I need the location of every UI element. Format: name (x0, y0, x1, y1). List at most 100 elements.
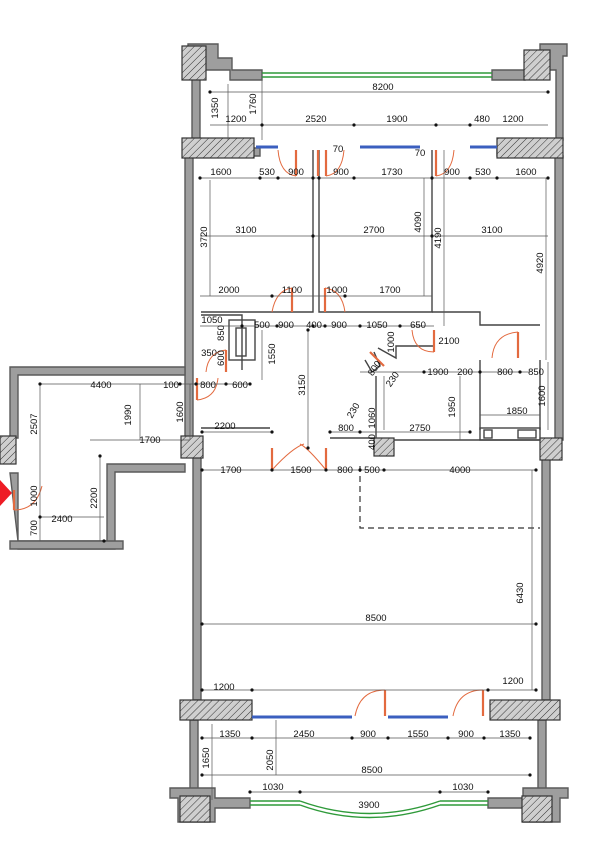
dim-label: 900 (278, 320, 294, 331)
dim-label: 1030 (452, 782, 473, 793)
dim-label: 1000 (326, 285, 347, 296)
dim-label: 8200 (372, 82, 393, 93)
dim-label: 600 (216, 350, 227, 366)
entrance-arrow-icon (0, 480, 12, 506)
dimension-ticks (38, 90, 550, 794)
dim-label: 350 (201, 348, 217, 359)
dim-label: 1700 (220, 465, 241, 476)
dim-label: 4920 (535, 252, 546, 273)
dim-label: 1050 (201, 315, 222, 326)
dim-label: 1550 (407, 729, 428, 740)
dim-label: 700 (29, 520, 40, 536)
dim-label: 2520 (305, 114, 326, 125)
dim-label: 2100 (438, 336, 459, 347)
dim-label: 1550 (267, 343, 278, 364)
dim-label: 400 (306, 320, 322, 331)
dim-label: 900 (288, 167, 304, 178)
structural-columns (0, 45, 564, 823)
dim-label: 1350 (210, 97, 221, 118)
dim-label: 530 (259, 167, 275, 178)
dim-label: 400 (367, 434, 378, 450)
dim-label: 800 (337, 465, 353, 476)
dim-label: 800 (338, 423, 354, 434)
dim-label: 1900 (427, 367, 448, 378)
dim-label: 2700 (363, 225, 384, 236)
dim-label: 600 (232, 380, 248, 391)
dim-label: 4000 (449, 465, 470, 476)
doors (12, 149, 520, 717)
dim-label: 1200 (213, 682, 234, 693)
dim-label: 900 (331, 320, 347, 331)
dim-label: 8500 (365, 613, 386, 624)
dim-label: 3720 (199, 226, 210, 247)
dim-label: 1030 (262, 782, 283, 793)
dim-label: 1200 (502, 676, 523, 687)
dim-label: 900 (444, 167, 460, 178)
dim-label: 1100 (282, 285, 302, 296)
dim-label: 1730 (381, 167, 402, 178)
dim-label: 1600 (210, 167, 231, 178)
dim-label: 1050 (366, 320, 387, 331)
dim-label: 1200 (502, 114, 523, 125)
dim-label: 70 (333, 144, 344, 155)
dim-label: 1600 (175, 401, 186, 422)
dim-label: 850 (216, 325, 227, 341)
dim-label: 230 (384, 370, 402, 389)
dim-label: 1350 (499, 729, 520, 740)
dim-label: 900 (333, 167, 349, 178)
dim-label: 480 (474, 114, 490, 125)
kitchen-outline (359, 466, 540, 529)
dim-label: 2200 (214, 421, 235, 432)
dim-label: 1950 (447, 396, 458, 417)
dim-label: 530 (475, 167, 491, 178)
dim-label: 650 (410, 320, 426, 331)
dim-label: 200 (457, 367, 473, 378)
dim-label: 1650 (201, 747, 212, 768)
dim-label: 1060 (367, 407, 378, 428)
dim-label: 1990 (123, 404, 134, 425)
dim-label: 2450 (293, 729, 314, 740)
dim-label: 230 (345, 401, 362, 420)
dim-label: 1000 (29, 485, 40, 506)
dim-label: 850 (528, 367, 544, 378)
dim-label: 500 (254, 320, 270, 331)
dim-label: 1850 (506, 406, 527, 417)
dim-label: 100 (163, 380, 179, 391)
dimension-lines (39, 80, 549, 800)
dim-label: 6430 (515, 582, 526, 603)
dim-label: 1200 (225, 114, 246, 125)
dim-label: 1600 (515, 167, 536, 178)
dim-label: 900 (458, 729, 474, 740)
dim-label: 4090 (413, 211, 424, 232)
dim-label: 2507 (29, 413, 40, 434)
dim-label: 2750 (409, 423, 430, 434)
dim-label: 2000 (218, 285, 239, 296)
interior-walls (201, 150, 541, 441)
dim-label: 1900 (386, 114, 407, 125)
dim-label: 4190 (433, 227, 444, 248)
dim-label: 1000 (386, 331, 397, 352)
dim-label: 4400 (90, 380, 111, 391)
dim-label: 1500 (290, 465, 311, 476)
dim-label: 3150 (297, 374, 308, 395)
dim-label: 3900 (358, 800, 379, 811)
dim-label: 800 (497, 367, 513, 378)
dim-label: 1700 (379, 285, 400, 296)
dim-label: 2200 (89, 487, 100, 508)
dim-label: 900 (360, 729, 376, 740)
dim-label: 3100 (235, 225, 256, 236)
dim-label: 500 (364, 465, 380, 476)
dim-label: 1350 (219, 729, 240, 740)
dim-label: 8500 (361, 765, 382, 776)
dim-label: 2050 (265, 749, 276, 770)
dim-label: 70 (415, 148, 426, 159)
dim-label: 1600 (537, 385, 548, 406)
dim-label: 2400 (51, 514, 72, 525)
windows (250, 72, 497, 819)
dim-label: 3100 (481, 225, 502, 236)
dimension-labels: 8200 1350 1760 1200 2520 1900 480 1200 7… (29, 82, 548, 811)
dim-label: 800 (200, 380, 216, 391)
dim-label: 1700 (139, 435, 160, 446)
dim-label: 1760 (248, 93, 259, 114)
